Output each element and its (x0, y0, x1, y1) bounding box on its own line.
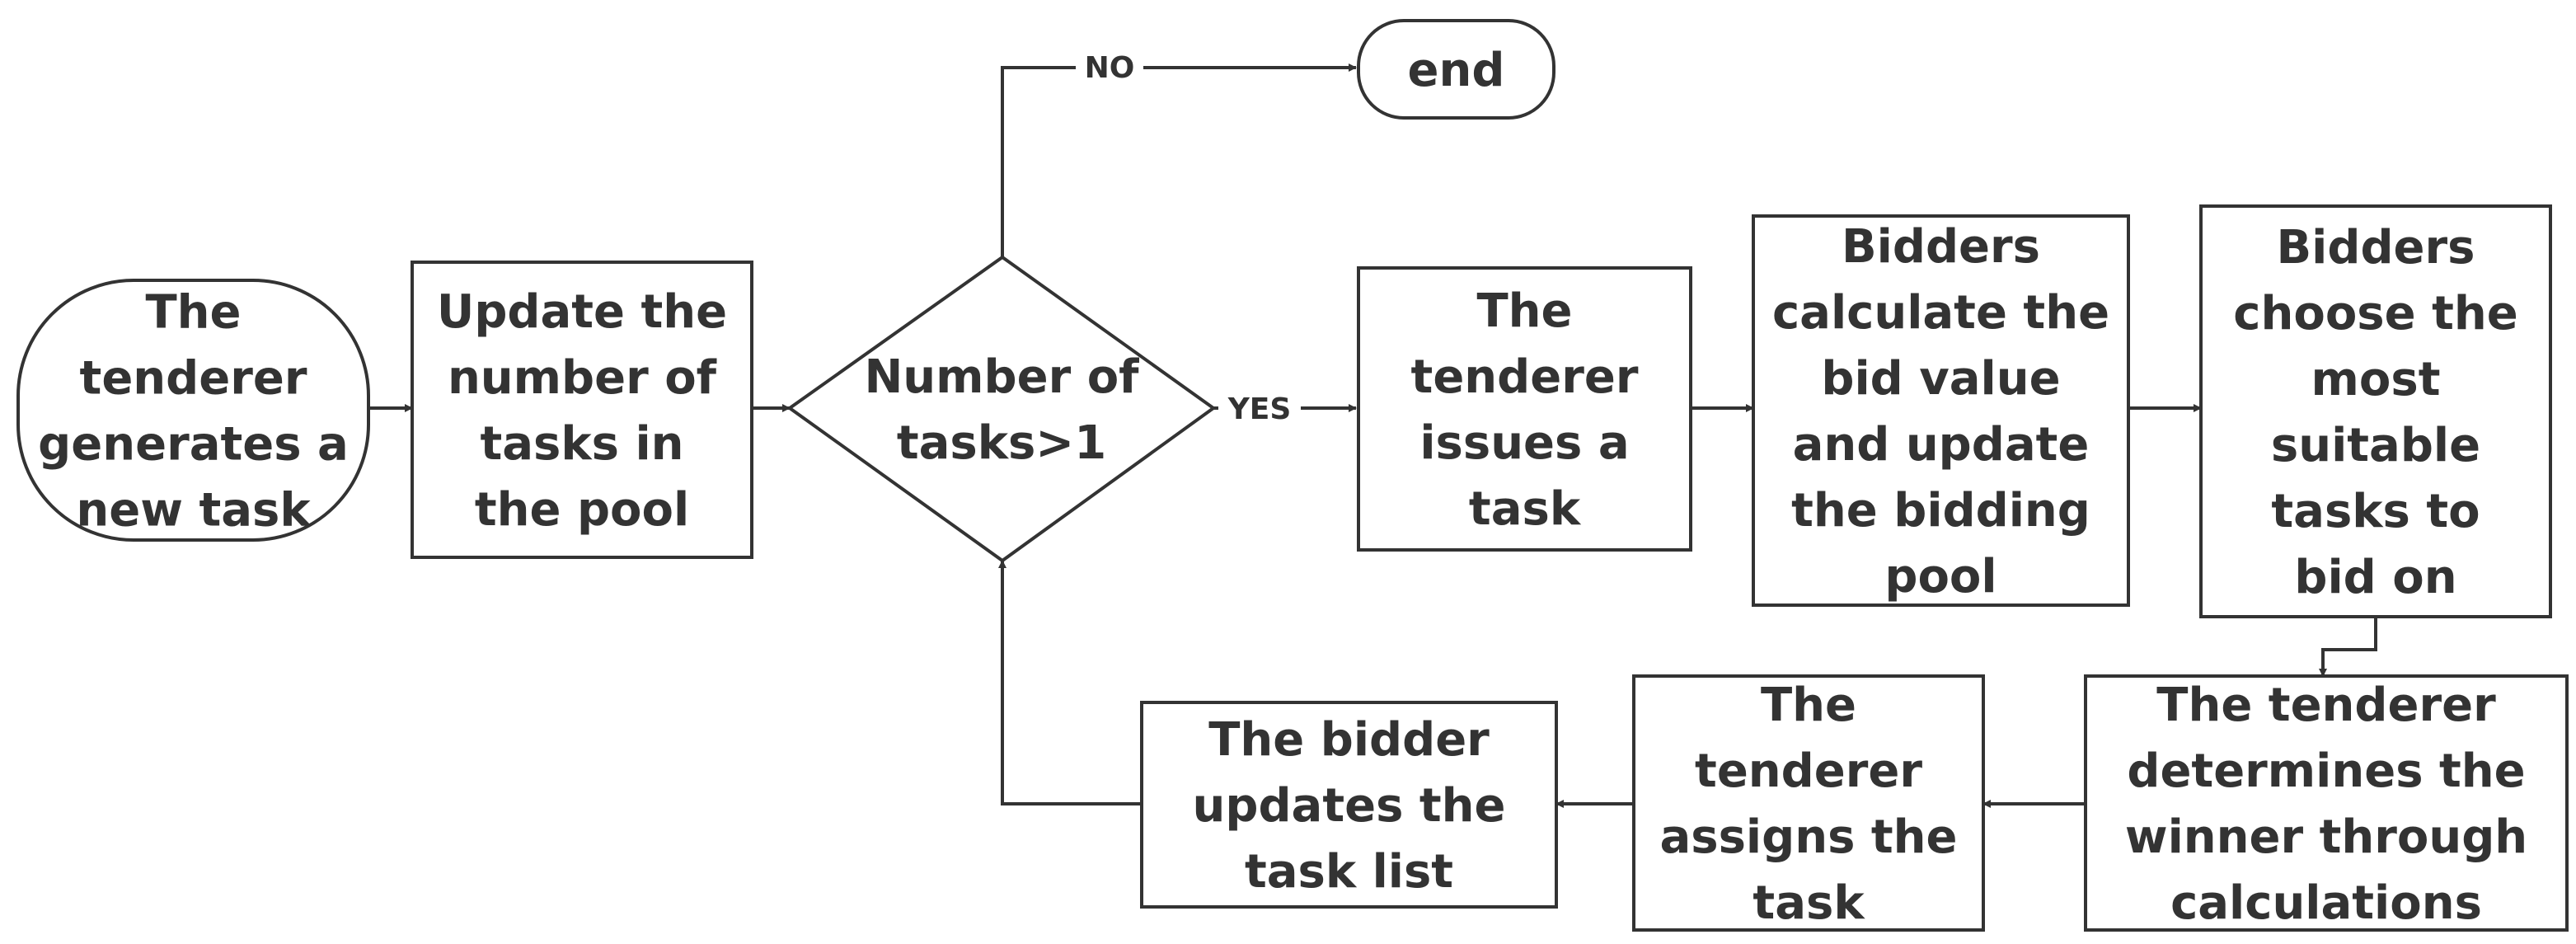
update-pool-line: the pool (475, 483, 689, 537)
calculate-bid-node: Bidders calculate the bid value and update t… (1752, 214, 2130, 607)
determine-winner-line: The tenderer (2156, 679, 2496, 732)
yes-label: YES (1227, 392, 1292, 426)
calculate-bid-line: pool (1884, 550, 1997, 604)
choose-tasks-line: tasks to (2271, 485, 2480, 538)
edges: NO YES (368, 49, 2377, 808)
choose-tasks-label: Bidders choose the most suitable tasks to bid… (2233, 221, 2517, 604)
issue-task-line: task (1469, 482, 1582, 536)
update-pool-line: number of (448, 351, 717, 405)
calculate-bid-line: and update (1793, 418, 2090, 472)
update-list-node: The bidder updates the task list (1140, 701, 1558, 909)
arrow-decision-no-to-end (1001, 63, 1357, 257)
calculate-bid-line: calculate the (1772, 286, 2109, 340)
decision-node: Number of tasks>1 (786, 255, 1217, 563)
no-label: NO (1085, 51, 1135, 85)
decision-label: Number of tasks>1 (864, 350, 1139, 470)
yes-label-bg (1218, 391, 1301, 427)
arrow-update-list-to-decision (998, 560, 1142, 805)
determine-winner-line: winner through (2125, 810, 2527, 864)
update-pool-line: Update the (437, 285, 727, 339)
choose-tasks-line: Bidders (2277, 221, 2475, 275)
start-line: tenderer (80, 352, 307, 406)
arrow-choose-to-determine (2319, 617, 2377, 677)
assign-task-node: The tenderer assigns the task (1632, 674, 1985, 932)
calculate-bid-line: the bidding (1791, 484, 2090, 538)
issue-task-node: The tenderer issues a task (1357, 266, 1692, 552)
update-pool-node: Update the number of tasks in the pool (411, 261, 753, 559)
issue-task-label: The tenderer issues a task (1411, 284, 1639, 536)
choose-tasks-node: Bidders choose the most suitable tasks to bid… (2199, 204, 2552, 618)
assign-task-line: tenderer (1695, 744, 1922, 798)
determine-winner-line: calculations (2170, 876, 2482, 930)
update-pool-label: Update the number of tasks in the pool (437, 285, 727, 537)
choose-tasks-line: suitable (2271, 419, 2480, 472)
assign-task-line: The (1761, 679, 1856, 732)
choose-tasks-line: bid on (2294, 551, 2456, 604)
decision-line: Number of (864, 350, 1139, 404)
update-list-line: task list (1245, 845, 1453, 899)
start-node: The tenderer generates a new task (16, 279, 370, 542)
calculate-bid-line: bid value (1821, 352, 2060, 406)
assign-task-label: The tenderer assigns the task (1659, 679, 1957, 930)
start-line: The (145, 286, 241, 340)
end-label: end (1408, 44, 1505, 97)
issue-task-line: The (1476, 284, 1572, 338)
update-list-line: updates the (1192, 779, 1505, 833)
choose-tasks-line: most (2311, 353, 2441, 406)
issue-task-line: tenderer (1411, 350, 1639, 404)
no-label-bg (1076, 49, 1143, 86)
start-line: generates a (38, 418, 349, 472)
assign-task-line: task (1753, 876, 1865, 930)
decision-line: tasks>1 (897, 416, 1106, 470)
update-list-line: The bidder (1208, 713, 1490, 767)
calculate-bid-line: Bidders (1842, 220, 2040, 274)
choose-tasks-line: choose the (2233, 287, 2517, 340)
update-pool-line: tasks in (480, 417, 683, 471)
determine-winner-label: The tenderer determines the winner through… (2125, 679, 2527, 930)
end-line: end (1408, 44, 1505, 97)
calculate-bid-label: Bidders calculate the bid value and update t… (1772, 220, 2109, 604)
start-line: new task (76, 484, 312, 538)
start-node-label: The tenderer generates a new task (38, 286, 349, 538)
end-node: end (1357, 19, 1555, 120)
determine-winner-line: determines the (2127, 744, 2525, 798)
update-list-label: The bidder updates the task list (1192, 713, 1505, 899)
assign-task-line: assigns the (1659, 810, 1957, 864)
determine-winner-node: The tenderer determines the winner through… (2084, 674, 2569, 932)
issue-task-line: issues a (1419, 416, 1629, 470)
